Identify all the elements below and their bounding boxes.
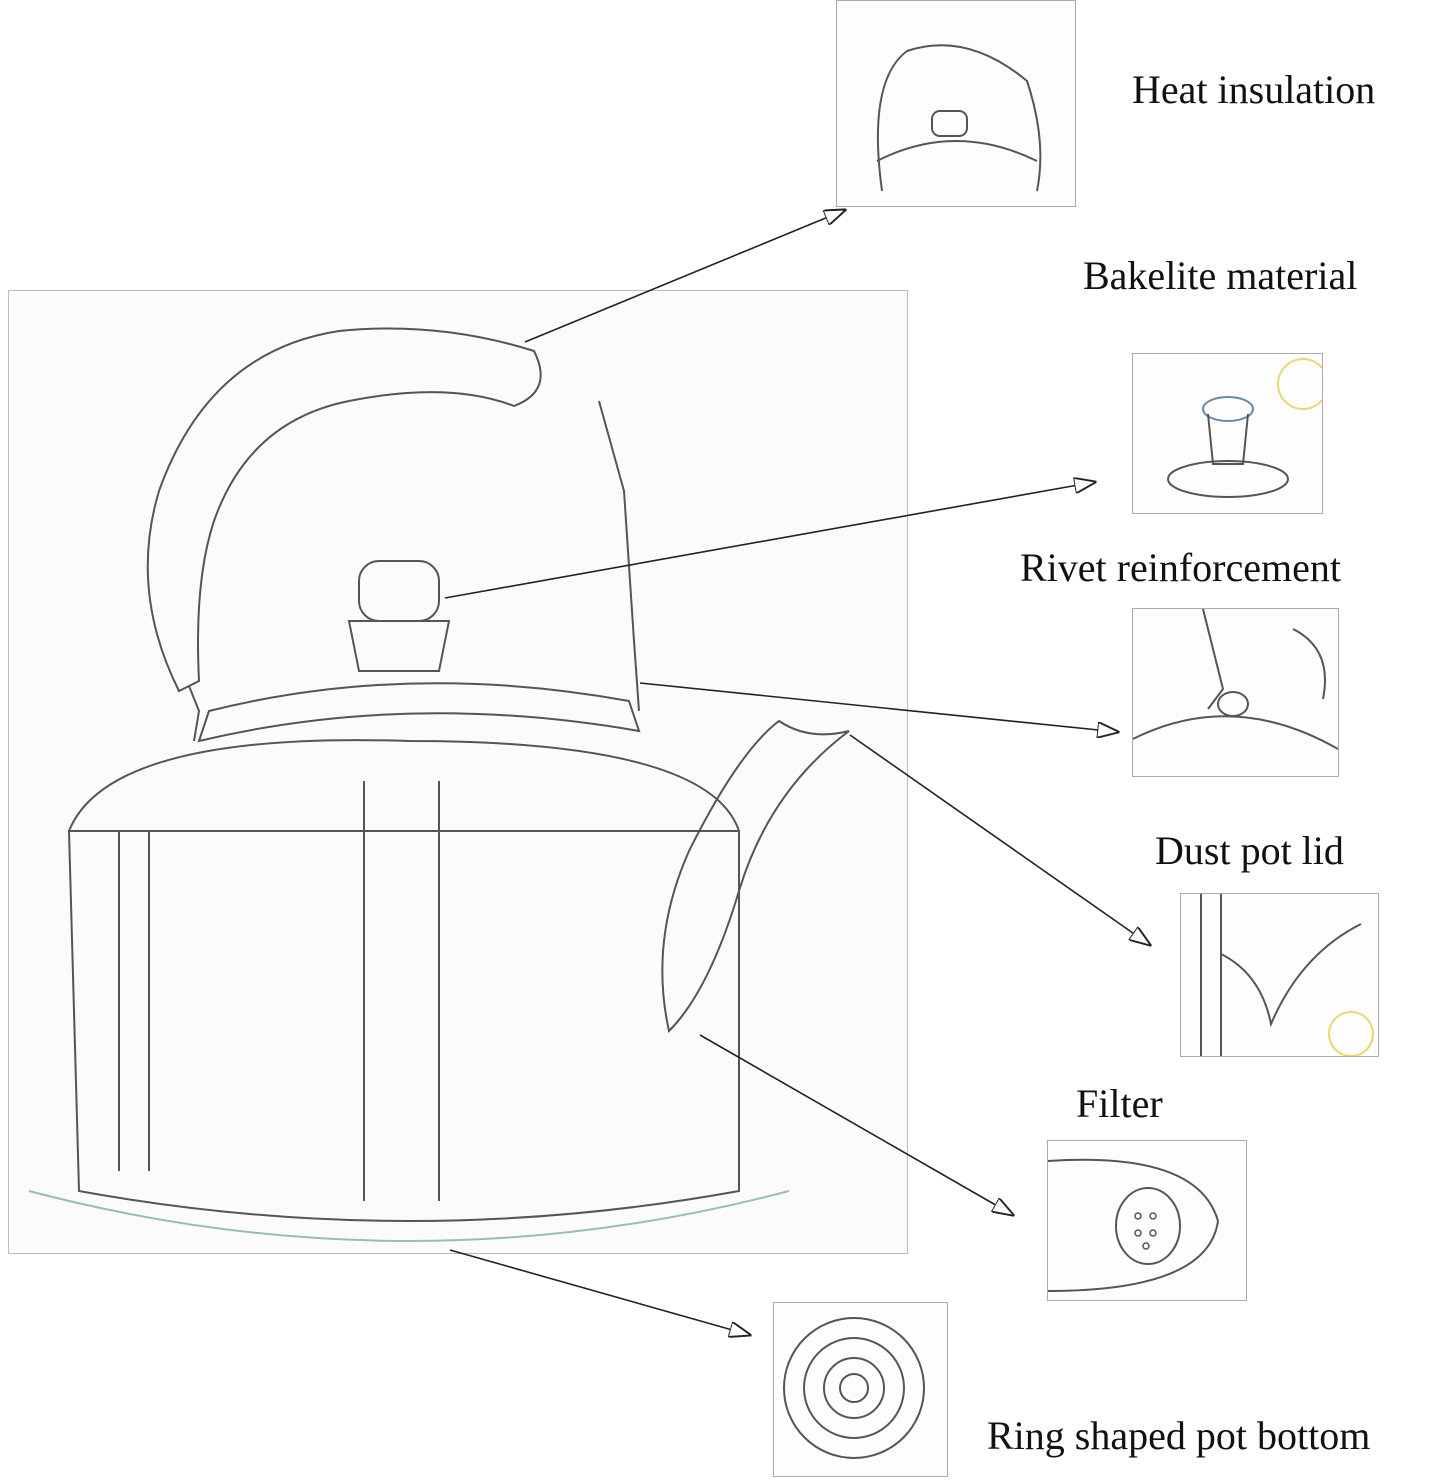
dust-pot-lid-label: Dust pot lid: [1155, 828, 1344, 873]
rivet-detail-drawing: [1133, 609, 1338, 750]
bakelite-material-label: Bakelite material: [1083, 253, 1358, 298]
ring-bottom-thumbnail: [773, 1302, 948, 1477]
handle-detail-drawing: [876, 44, 1042, 192]
filter-detail-drawing: [1048, 1158, 1220, 1292]
rivet-reinforcement-label: Rivet reinforcement: [1020, 545, 1341, 590]
dust-pot-lid-thumbnail: [1180, 893, 1379, 1057]
ring-bottom-drawing: [783, 1317, 925, 1459]
heat-insulation-thumbnail: [836, 0, 1076, 207]
spout-detail-drawing: [1200, 894, 1374, 1056]
bakelite-material-thumbnail: [1132, 353, 1323, 514]
kettle-main-image: [8, 290, 908, 1254]
ring-bottom-label: Ring shaped pot bottom: [987, 1413, 1371, 1458]
kettle-drawing: [28, 327, 850, 1242]
filter-label: Filter: [1076, 1081, 1163, 1126]
rivet-reinforcement-thumbnail: [1132, 608, 1339, 777]
filter-thumbnail: [1047, 1140, 1247, 1301]
knob-detail-drawing: [1167, 358, 1322, 498]
heat-insulation-label: Heat insulation: [1132, 67, 1376, 112]
arrow-ring-bottom: [449, 1249, 750, 1335]
